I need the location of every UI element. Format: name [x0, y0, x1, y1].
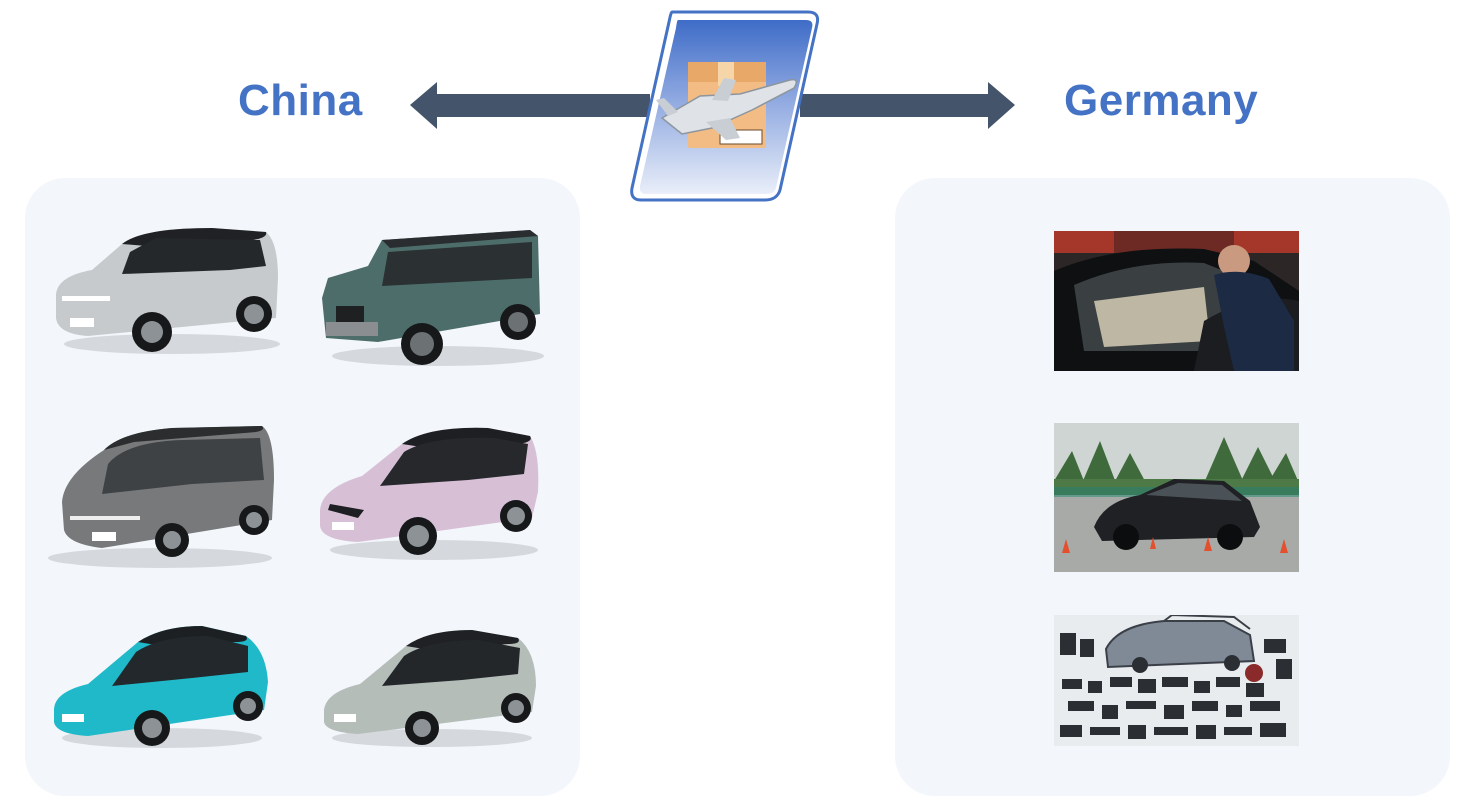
gray-mpv-image [48, 426, 274, 568]
airplane-cargo-box-icon [630, 10, 820, 202]
arrow-left [410, 82, 650, 129]
label-china: China [238, 76, 363, 125]
pink-crossover-image [320, 427, 539, 560]
cyan-sedan-image [54, 626, 268, 748]
label-germany: Germany [1064, 76, 1259, 125]
disassembled-car-parts-photo [1054, 615, 1299, 746]
silver-suv-image [56, 228, 280, 354]
gray-sedan-image [324, 630, 536, 747]
arrow-right [800, 82, 1015, 129]
mechanic-inspecting-car-photo [1054, 231, 1299, 371]
green-boxy-suv-image [322, 230, 544, 366]
suv-on-test-track-photo [1054, 423, 1299, 572]
